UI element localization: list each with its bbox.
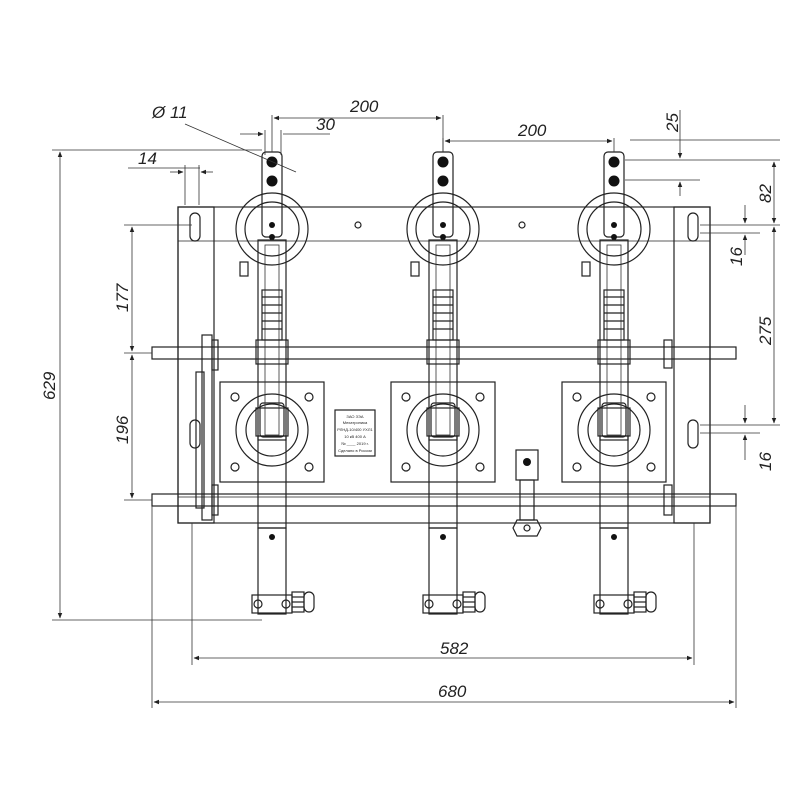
pole	[219, 151, 325, 615]
nameplate-line: Мехатроника	[343, 420, 368, 425]
nameplate-line: Сделано в России	[338, 448, 372, 453]
nameplate-line: ЗАО ЗЭА	[346, 414, 364, 419]
dim-14-label: 14	[138, 149, 157, 168]
dim-82-label: 82	[756, 184, 775, 203]
nameplate-line: № ____ 2019 г.	[341, 441, 369, 446]
shaft-lower	[151, 493, 737, 507]
dim-582-label: 582	[440, 639, 469, 658]
nameplate-line: 10 кВ 400 А	[344, 434, 366, 439]
dim-200-top-label: 200	[349, 97, 379, 116]
dim-200-top-right-label: 200	[517, 121, 547, 140]
nameplate-line: РЛНД-10/400 УХЛ1	[337, 427, 373, 432]
shaft-upper	[151, 346, 737, 360]
dim-25-label: 25	[663, 113, 682, 133]
dim-30-label: 30	[316, 115, 335, 134]
dim-diameter-label: Ø 11	[151, 103, 188, 122]
dim-196-label: 196	[113, 415, 132, 444]
dimension-lines	[52, 110, 780, 708]
dim-16-upper-label: 16	[727, 247, 746, 266]
drive-linkage-left	[195, 334, 219, 521]
dimension-labels: Ø 11 200 30 200 14 25 82 16 275 16 177 1…	[40, 97, 775, 701]
dim-16-lower-label: 16	[756, 452, 775, 471]
pole	[390, 151, 496, 615]
dim-275-label: 275	[756, 316, 775, 346]
dim-177-label: 177	[113, 283, 132, 312]
ground-terminal	[512, 449, 542, 537]
dim-680-label: 680	[438, 682, 467, 701]
dim-629-label: 629	[40, 371, 59, 400]
right-brackets	[663, 339, 673, 516]
pole	[561, 151, 667, 615]
frame	[177, 206, 711, 524]
nameplate: ЗАО ЗЭА Мехатроника РЛНД-10/400 УХЛ1 10 …	[334, 409, 376, 457]
